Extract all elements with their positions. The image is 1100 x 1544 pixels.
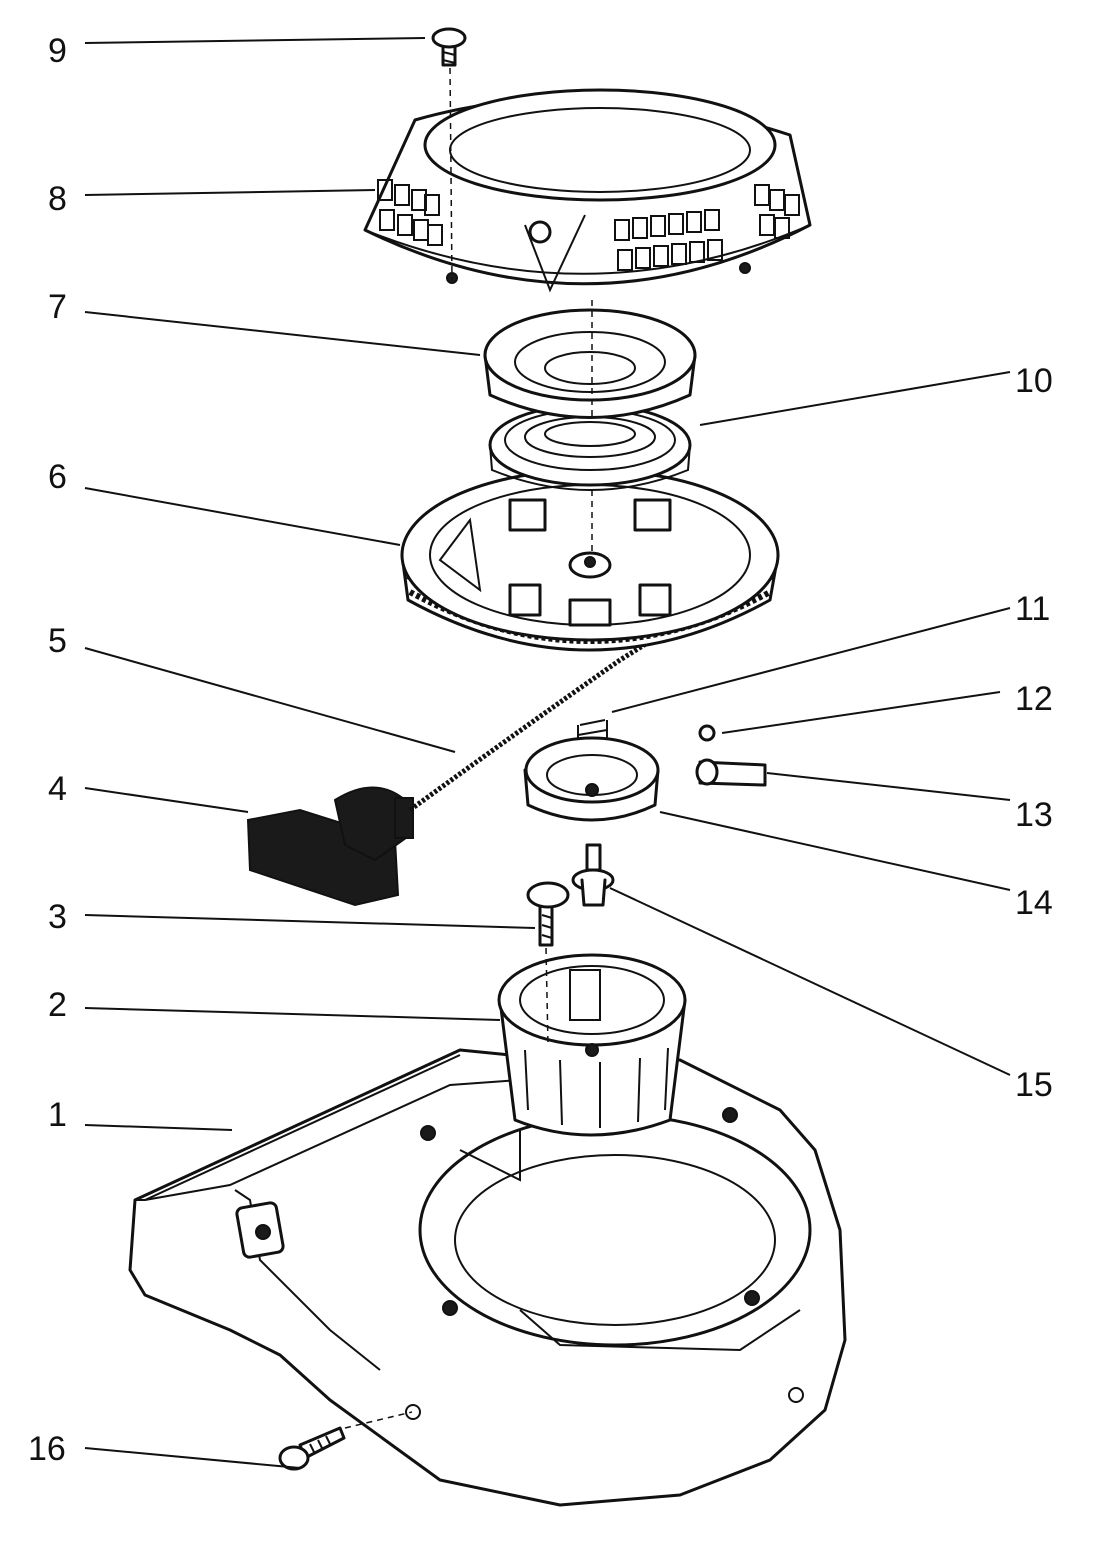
part-handle — [246, 786, 414, 907]
callout-5: 5 — [48, 622, 67, 660]
callout-10: 10 — [1015, 362, 1053, 400]
part-spring-cover — [483, 308, 697, 419]
leader-lines — [84, 37, 1011, 1469]
callout-13: 13 — [1015, 796, 1053, 834]
callout-8: 8 — [48, 180, 67, 218]
part-spring-small — [698, 724, 716, 742]
callout-11: 11 — [1015, 590, 1050, 628]
callout-6: 6 — [48, 458, 67, 496]
callout-16: 16 — [28, 1430, 66, 1468]
part-cam — [523, 736, 660, 822]
callout-9: 9 — [48, 32, 67, 70]
part-pawl — [695, 758, 767, 787]
part-starter-housing — [128, 1048, 847, 1507]
callout-15: 15 — [1015, 1066, 1053, 1104]
part-screw — [431, 27, 467, 67]
part-mounting-screw — [278, 1426, 346, 1471]
part-bolt — [526, 881, 570, 947]
part-shoulder-screw — [571, 843, 615, 907]
callout-4: 4 — [48, 770, 67, 808]
part-outer-housing — [363, 88, 812, 293]
callout-labels: 9 8 7 10 6 11 5 12 4 13 14 3 2 15 1 16 — [28, 32, 1053, 1468]
callout-7: 7 — [48, 288, 67, 326]
assembly-axes — [344, 67, 593, 1429]
callout-2: 2 — [48, 986, 67, 1024]
part-pulley — [400, 468, 780, 652]
callout-14: 14 — [1015, 884, 1053, 922]
callout-3: 3 — [48, 898, 67, 936]
part-drive-cup — [497, 953, 687, 1137]
callout-12: 12 — [1015, 680, 1053, 718]
callout-1: 1 — [48, 1096, 67, 1134]
